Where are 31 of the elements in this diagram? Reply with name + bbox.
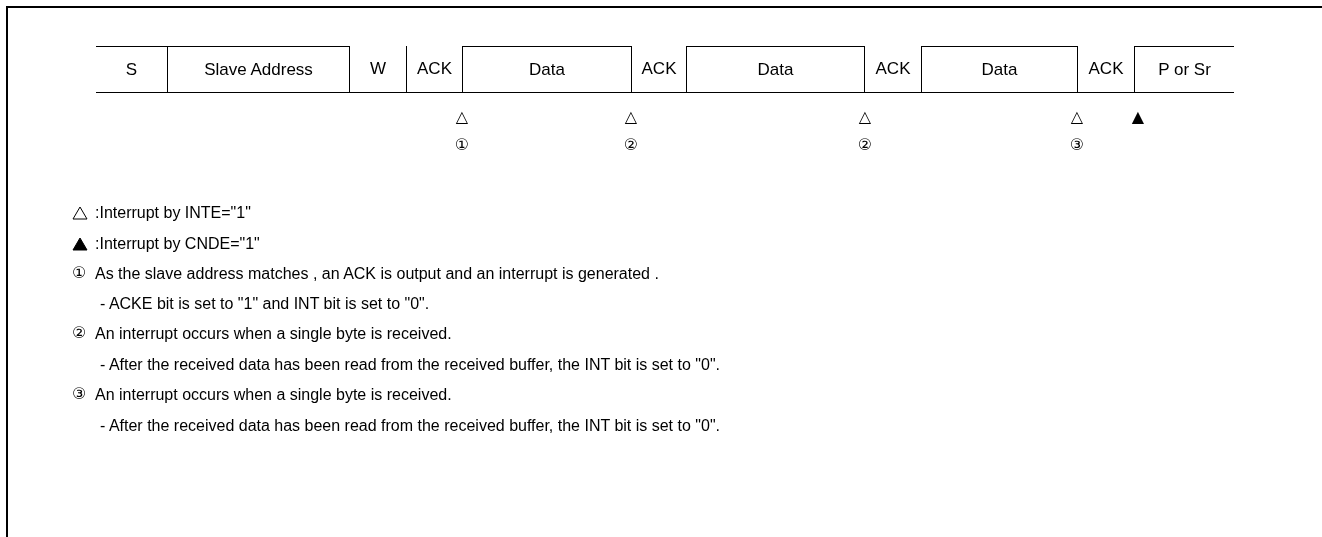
frame-field: ACK (864, 46, 921, 93)
frame-field: ACK (1077, 46, 1134, 93)
interrupt-marker: ▲ (1130, 108, 1146, 126)
callout-number: ③ (1068, 136, 1086, 154)
callout-number: ① (453, 136, 471, 154)
interrupt-marker: △ (623, 108, 639, 126)
interrupt-marker: △ (454, 108, 470, 126)
callout-number: ③ (72, 385, 87, 403)
frame-field: Slave Address (167, 46, 349, 93)
note-text: - After the received data has been read from the received buffer, the INT bit is set to "0". (100, 416, 720, 436)
callout-number: ② (72, 324, 87, 342)
frame-field: Data (921, 46, 1077, 93)
note-text: - ACKE bit is set to "1" and INT bit is set to "0". (100, 294, 430, 314)
note-text: An interrupt occurs when a single byte is received. (95, 324, 452, 344)
frame-field: Data (686, 46, 864, 93)
note-text: - After the received data has been read from the received buffer, the INT bit is set to "0". (100, 355, 720, 375)
frame-field: Data (462, 46, 631, 93)
legend-text: :Interrupt by CNDE="1" (95, 234, 260, 254)
callout-number: ② (856, 136, 874, 154)
frame-field: W (349, 46, 406, 93)
frame-field: ACK (406, 46, 462, 93)
legend-text: :Interrupt by INTE="1" (95, 203, 251, 223)
interrupt-marker: △ (857, 108, 873, 126)
note-text: As the slave address matches , an ACK is output and an interrupt is generated . (95, 264, 659, 284)
note-text: An interrupt occurs when a single byte is received. (95, 385, 452, 405)
frame-field: ACK (631, 46, 686, 93)
callout-number: ① (72, 264, 87, 282)
callout-number: ② (622, 136, 640, 154)
frame-field: S (96, 46, 167, 93)
frame-field: P or Sr (1134, 46, 1234, 93)
interrupt-marker: △ (1069, 108, 1085, 126)
